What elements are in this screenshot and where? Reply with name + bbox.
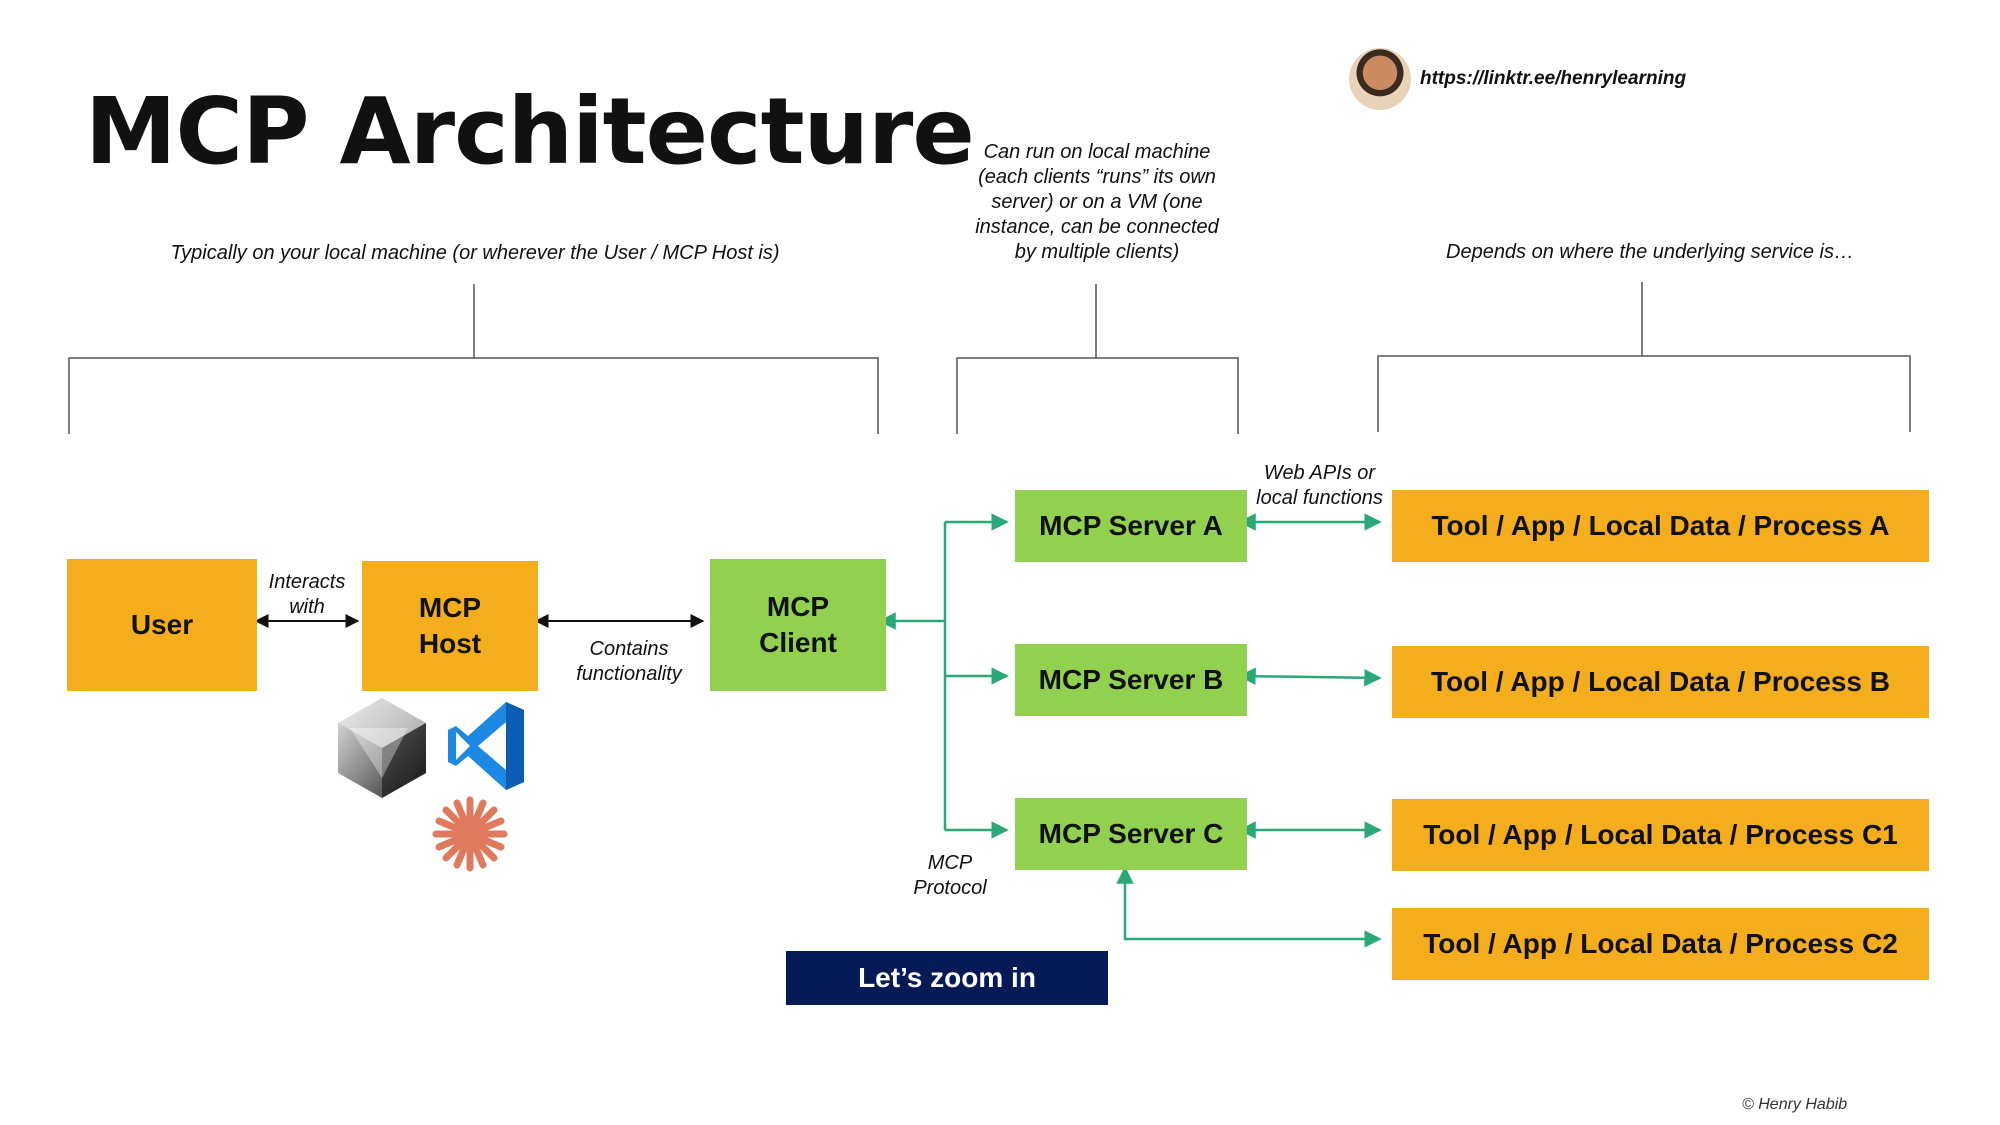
node-mcp-server-b: MCP Server B — [1015, 644, 1247, 716]
node-tool-a: Tool / App / Local Data / Process A — [1392, 490, 1929, 562]
profile-link[interactable]: https://linktr.ee/henrylearning — [1420, 68, 1687, 89]
node-tool-c2: Tool / App / Local Data / Process C2 — [1392, 908, 1929, 980]
note-local-machine: Typically on your local machine (or wher… — [170, 242, 780, 264]
label-web-apis: Web APIs or local functions — [1256, 462, 1383, 509]
note-server-location: Can run on local machine (each clients “… — [975, 141, 1219, 263]
server-b-tool-b-arrow — [1238, 667, 1382, 687]
page-title: MCP Architecture — [85, 78, 975, 185]
mcp-protocol-connectors — [878, 513, 1009, 839]
claude-icon — [432, 796, 508, 872]
label-interacts-with: Interacts with — [268, 571, 346, 618]
node-tool-c1: Tool / App / Local Data / Process C1 — [1392, 799, 1929, 871]
bracket-local — [68, 284, 879, 434]
label-contains-functionality: Contains functionality — [576, 638, 682, 685]
note-service-location: Depends on where the underlying service … — [1446, 241, 1854, 263]
node-mcp-client: MCP Client — [710, 559, 886, 691]
label-mcp-protocol: MCP Protocol — [913, 852, 987, 899]
cursor-icon — [338, 698, 426, 798]
lets-zoom-in-button[interactable]: Let’s zoom in — [786, 951, 1108, 1005]
node-user: User — [67, 559, 257, 691]
node-mcp-host: MCP Host — [362, 561, 538, 691]
copyright: © Henry Habib — [1742, 1096, 1848, 1113]
node-tool-b: Tool / App / Local Data / Process B — [1392, 646, 1929, 718]
vscode-icon — [448, 702, 524, 790]
node-mcp-server-a: MCP Server A — [1015, 490, 1247, 562]
server-c-tool-c2-arrow — [1116, 866, 1382, 948]
bracket-server — [956, 284, 1239, 434]
avatar — [1349, 48, 1411, 110]
node-mcp-server-c: MCP Server C — [1015, 798, 1247, 870]
bracket-service — [1377, 282, 1911, 432]
